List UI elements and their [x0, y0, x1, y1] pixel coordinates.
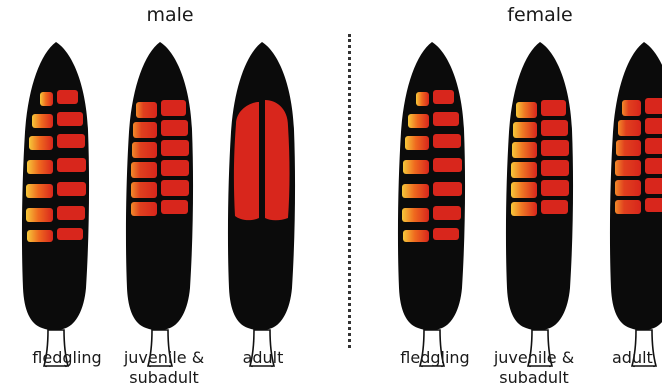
male-adult-label: adult	[228, 348, 298, 368]
female-juvenile-feather-band-right	[541, 180, 569, 196]
female-fledgling-feather-band-left	[402, 208, 429, 222]
female-fledgling-feather-band-left	[416, 92, 429, 106]
female-fledgling-feather-band-left	[403, 160, 429, 174]
male-fledgling-feather-band-right	[57, 158, 86, 172]
female-juvenile-feather-band-left	[513, 122, 537, 138]
female-fledgling-feather-band-left	[403, 230, 429, 242]
male-fledgling-feather-band-right	[57, 112, 83, 126]
male-fledgling-feather-band-left	[27, 160, 53, 174]
female-adult-label: adult	[612, 348, 662, 368]
male-juvenile-feather-band-left	[132, 142, 157, 158]
male-fledgling-feather-band-right	[57, 134, 85, 148]
female-adult-feather-band-right	[645, 178, 662, 194]
male-fledgling-feather-band-right	[57, 228, 83, 240]
female-fledgling-feather-band-right	[433, 158, 462, 172]
female-fledgling-feather-band-right	[433, 112, 459, 126]
male-fledgling-label: fledgling	[22, 348, 112, 368]
female-juvenile-feather-band-right	[541, 140, 569, 156]
male-fledgling-feather-band-left	[26, 184, 53, 198]
female-juvenile-feather-band-left	[512, 142, 537, 158]
female-fledgling-feather-band-left	[405, 136, 429, 150]
female-juvenile-feather-band-left	[511, 182, 537, 198]
female-adult-feather	[610, 42, 662, 366]
male-adult-feather-panel-right	[265, 100, 290, 220]
male-juvenile-feather-band-right	[161, 180, 189, 196]
male-juvenile-feather	[126, 42, 193, 366]
male-subadult-label: subadult	[114, 368, 214, 388]
female-juvenile-feather-band-right	[541, 160, 569, 176]
female-adult-feather-band-right	[645, 138, 662, 154]
male-fledgling-feather-band-left	[26, 208, 53, 222]
male-fledgling-feather-band-right	[57, 90, 78, 104]
female-juvenile-feather-band-left	[516, 102, 537, 118]
female-fledgling-feather	[398, 42, 465, 366]
male-adult-feather	[228, 42, 295, 366]
female-fledgling-feather-band-left	[408, 114, 429, 128]
male-fledgling-feather-band-right	[57, 206, 85, 220]
male-fledgling-feather	[22, 42, 89, 366]
female-adult-feather-band-left	[618, 120, 641, 136]
female-subadult-label: subadult	[484, 368, 584, 388]
male-juvenile-feather-band-right	[161, 160, 189, 176]
male-juvenile-feather-band-left	[131, 202, 157, 216]
female-juvenile-feather-band-right	[541, 120, 568, 136]
female-adult-feather-band-left	[615, 160, 641, 176]
female-juvenile-feather	[506, 42, 573, 366]
male-juvenile-feather-band-left	[136, 102, 157, 118]
female-fledgling-feather-band-right	[433, 228, 459, 240]
female-adult-feather-band-right	[645, 118, 662, 134]
male-juvenile-feather-band-right	[161, 200, 188, 214]
male-fledgling-feather-band-left	[32, 114, 53, 128]
female-juvenile-feather-band-left	[511, 202, 537, 216]
female-adult-feather-band-left	[616, 140, 641, 156]
female-adult-feather-band-right	[645, 198, 662, 212]
male-juvenile-feather-band-right	[161, 120, 188, 136]
female-juvenile-label: juvenile &	[484, 348, 584, 368]
male-juvenile-feather-band-left	[133, 122, 157, 138]
male-adult-feather-panel-left	[234, 102, 259, 220]
female-fledgling-label: fledgling	[390, 348, 480, 368]
female-fledgling-feather-band-right	[433, 206, 461, 220]
female-juvenile-feather-band-left	[511, 162, 537, 178]
male-juvenile-feather-band-right	[161, 140, 189, 156]
female-adult-feather-band-left	[622, 100, 641, 116]
male-fledgling-feather-band-right	[57, 182, 86, 196]
male-juvenile-feather-band-right	[161, 100, 186, 116]
female-juvenile-feather-band-right	[541, 100, 566, 116]
male-juvenile-feather-band-left	[131, 182, 157, 198]
male-fledgling-feather-band-left	[29, 136, 53, 150]
male-fledgling-feather-band-left	[27, 230, 53, 242]
female-adult-feather-band-left	[615, 180, 641, 196]
female-fledgling-feather-band-right	[433, 134, 461, 148]
female-fledgling-feather-band-right	[433, 182, 462, 196]
female-adult-feather-band-right	[645, 158, 662, 174]
male-fledgling-feather-band-left	[40, 92, 53, 106]
female-adult-feather-band-left	[615, 200, 641, 214]
female-fledgling-feather-band-right	[433, 90, 454, 104]
male-juvenile-label: juvenile &	[114, 348, 214, 368]
female-juvenile-feather-band-right	[541, 200, 568, 214]
female-adult-feather-band-right	[645, 98, 662, 114]
male-juvenile-feather-band-left	[131, 162, 157, 178]
female-fledgling-feather-band-left	[402, 184, 429, 198]
